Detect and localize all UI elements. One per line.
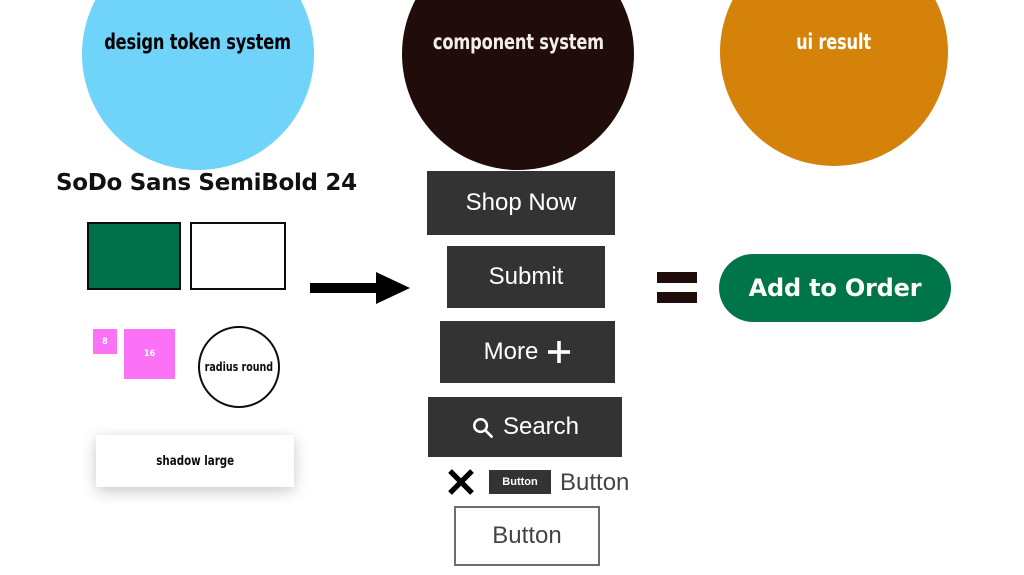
button-outlined-label: Button xyxy=(492,522,562,549)
close-x-icon[interactable] xyxy=(447,468,475,496)
equals-bar-bottom xyxy=(657,292,697,303)
button-chip-small[interactable]: Button xyxy=(489,470,551,494)
button-chip-small-label: Button xyxy=(502,476,538,488)
button-outlined[interactable]: Button xyxy=(454,506,600,566)
header-circle-label-component: component system xyxy=(432,30,604,54)
shadow-token-card: shadow large xyxy=(96,435,294,487)
header-circle-component-system: component system xyxy=(402,0,634,170)
spacing-token-16-label: 16 xyxy=(143,349,156,359)
add-to-order-button[interactable]: Add to Order xyxy=(719,254,951,322)
add-to-order-button-label: Add to Order xyxy=(748,274,922,302)
radius-token-label: radius round xyxy=(204,360,274,374)
arrow-right-icon xyxy=(310,272,410,304)
spacing-token-8-label: 8 xyxy=(102,336,108,347)
radius-token-circle: radius round xyxy=(198,326,280,408)
button-text-label: Button xyxy=(560,469,630,496)
header-circle-label-token: design token system xyxy=(104,30,292,54)
spacing-token-16: 16 xyxy=(124,329,175,379)
typography-token-label: SoDo Sans SemiBold 24 xyxy=(56,170,357,196)
submit-button[interactable]: Submit xyxy=(447,246,605,308)
header-circle-ui-result: ui result xyxy=(720,0,948,166)
shop-now-button[interactable]: Shop Now xyxy=(427,171,615,235)
more-button-label: More xyxy=(483,338,539,365)
equals-icon xyxy=(657,272,697,304)
header-circle-label-result: ui result xyxy=(796,30,872,54)
more-button[interactable]: More xyxy=(440,321,615,383)
submit-button-label: Submit xyxy=(488,263,564,290)
search-button-label: Search xyxy=(502,413,580,440)
color-swatch-white xyxy=(190,222,286,290)
search-icon xyxy=(471,416,494,439)
header-circle-design-token-system: design token system xyxy=(82,0,314,170)
shadow-token-label: shadow large xyxy=(156,453,234,469)
color-swatch-green xyxy=(87,222,181,290)
spacing-token-8: 8 xyxy=(93,329,117,354)
shop-now-button-label: Shop Now xyxy=(465,189,577,216)
plus-icon xyxy=(547,340,571,364)
search-button[interactable]: Search xyxy=(428,397,622,457)
equals-bar-top xyxy=(657,272,697,283)
